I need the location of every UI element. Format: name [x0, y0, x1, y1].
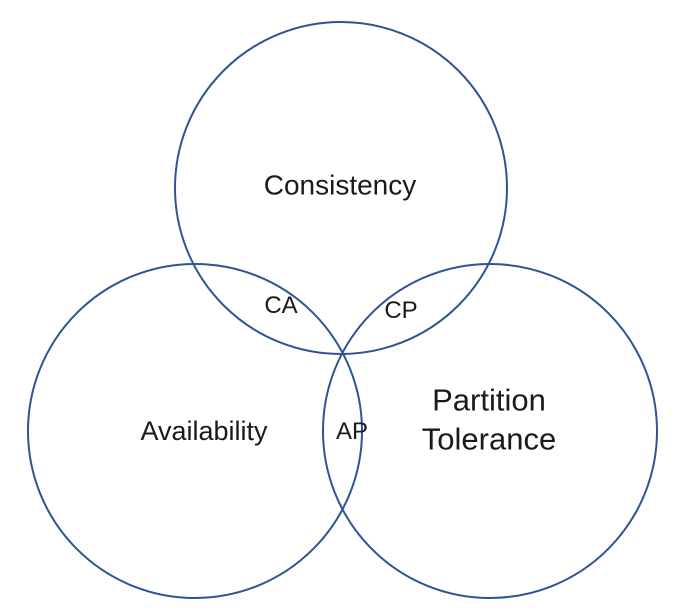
availability-circle [27, 263, 363, 599]
partition-tolerance-label: Partition Tolerance [421, 382, 557, 456]
cp-intersection-label: CP [384, 297, 418, 324]
availability-label: Availability [140, 416, 268, 447]
ap-intersection-label: AP [335, 418, 369, 445]
ca-intersection-label: CA [264, 292, 298, 319]
consistency-label: Consistency [263, 169, 417, 201]
partition-tolerance-circle [322, 263, 658, 599]
